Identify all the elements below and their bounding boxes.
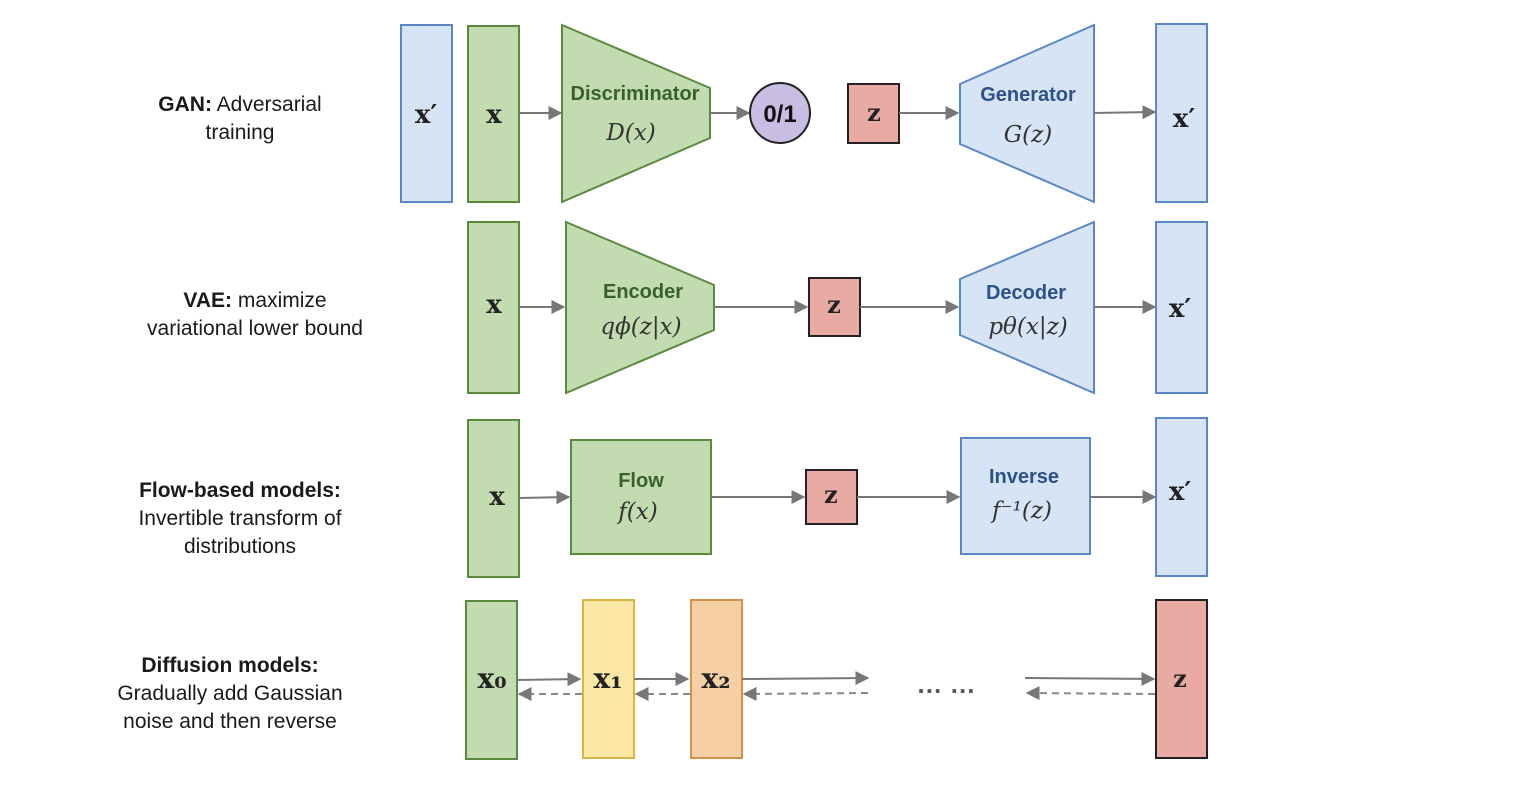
vae-input-label: x (486, 290, 502, 320)
flow-label-line2: Invertible transform of (138, 507, 342, 530)
gan-real-sample-label: x′ (415, 100, 438, 130)
encoder-math: qϕ(z|x) (600, 314, 681, 340)
gan-real-sample-box (400, 24, 453, 203)
gan-arrow-gen-to-out (1093, 105, 1157, 120)
gan-output-circle (749, 82, 811, 144)
vae-row: x Encoder qϕ(z|x) z Decoder pθ(x|z) x′ (467, 220, 1208, 395)
discriminator-math: D(x) (605, 120, 655, 146)
flow-output-box (1155, 417, 1208, 577)
decoder-math: pθ(x|z) (988, 314, 1067, 340)
gan-row: x′ x Discriminator D(x) 0/1 z Generator … (400, 23, 1208, 204)
vae-label-line2: variational lower bound (147, 317, 363, 340)
diffusion-forward-arrow-0-1 (516, 672, 582, 687)
flow-output-label: x′ (1169, 477, 1192, 507)
vae-label-rest: maximize (237, 289, 327, 312)
diffusion-label-bold: Diffusion models: (141, 654, 319, 677)
diffusion-x2-label: x₂ (702, 662, 731, 695)
gan-generated-box (1155, 23, 1208, 203)
discriminator-shape (561, 23, 711, 204)
flow-input-label: x (489, 482, 505, 512)
gan-output-label: 0/1 (763, 101, 796, 128)
diffusion-reverse-arrow-from-z (1025, 686, 1156, 701)
gan-label-rest: Adversarial (216, 93, 322, 116)
diffusion-forward-arrow-2-next (741, 671, 870, 686)
vae-latent-label: z (827, 290, 841, 319)
diffusion-ellipsis: … … (916, 669, 975, 699)
diffusion-forward-arrow-to-z (1024, 671, 1156, 686)
generator-math: G(z) (1004, 122, 1052, 148)
gan-latent-box (847, 83, 900, 144)
flow-latent-box (805, 469, 858, 525)
decoder-shape (959, 220, 1095, 395)
inverse-title: Inverse (989, 466, 1059, 488)
flow-box (570, 439, 712, 555)
diffusion-row: x₀ x₁ x₂ … … z (465, 599, 1208, 760)
encoder-title: Encoder (603, 281, 683, 303)
discriminator-title: Discriminator (571, 83, 700, 105)
gan-input-box (467, 25, 520, 203)
flow-math: f(x) (616, 499, 657, 525)
gan-input-label: x (486, 100, 502, 130)
diffusion-latent-box (1155, 599, 1208, 759)
diffusion-label-line3: noise and then reverse (123, 710, 337, 733)
decoder-title: Decoder (986, 282, 1066, 304)
gan-label-line2: training (205, 121, 275, 144)
diffusion-label-line2: Gradually add Gaussian (117, 682, 343, 705)
inverse-box (960, 437, 1091, 555)
inverse-math: f⁻¹(z) (990, 498, 1052, 524)
flow-latent-label: z (824, 480, 838, 509)
diffusion-x2-box (690, 599, 743, 759)
diffusion-x1-label: x₁ (594, 662, 623, 695)
diffusion-x1-box (582, 599, 635, 759)
diffusion-latent-label: z (1173, 664, 1187, 693)
flow-input-box (467, 419, 520, 578)
flow-arrow-x-to-flow (518, 490, 571, 505)
gan-label: GAN: Adversarial training (110, 91, 370, 147)
vae-output-box (1155, 221, 1208, 394)
vae-latent-box (808, 277, 861, 337)
vae-label-bold: VAE: (183, 289, 233, 312)
diffusion-x0-label: x₀ (478, 662, 507, 695)
gan-generated-label: x′ (1173, 104, 1196, 134)
gan-label-bold: GAN: (158, 93, 212, 116)
vae-label: VAE: maximize variational lower bound (110, 287, 400, 343)
diffusion-x0-box (465, 600, 518, 760)
diffusion-reverse-arrow-next-2 (742, 686, 869, 701)
diffusion-label: Diffusion models: Gradually add Gaussian… (85, 652, 375, 736)
flow-label: Flow-based models: Invertible transform … (95, 477, 385, 561)
gan-latent-label: z (867, 98, 881, 127)
flow-label-line3: distributions (183, 535, 297, 558)
generator-shape (959, 23, 1095, 204)
generator-title: Generator (980, 84, 1076, 106)
flow-title: Flow (618, 470, 664, 492)
encoder-shape (565, 220, 715, 395)
flow-row: x Flow f(x) z Inverse f⁻¹(z) x′ (467, 417, 1208, 578)
vae-output-label: x′ (1169, 294, 1192, 324)
flow-label-bold: Flow-based models: (139, 479, 341, 502)
